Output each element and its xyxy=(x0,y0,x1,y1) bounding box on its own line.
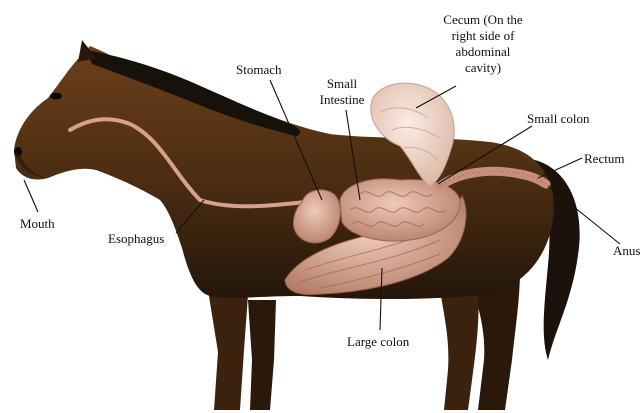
leader-mouth xyxy=(24,180,38,212)
label-small-colon: Small colon xyxy=(527,111,589,127)
label-mouth: Mouth xyxy=(20,216,55,232)
label-esophagus: Esophagus xyxy=(108,231,164,247)
label-small-intestine: Small Intestine xyxy=(314,76,370,108)
label-cecum: Cecum (On the right side of abdominal ca… xyxy=(438,12,528,76)
hind-leg-near xyxy=(440,290,479,410)
label-stomach: Stomach xyxy=(236,62,282,78)
front-leg-far xyxy=(248,300,276,410)
label-large-colon: Large colon xyxy=(347,334,409,350)
label-rectum: Rectum xyxy=(584,151,624,167)
front-leg-near xyxy=(208,290,248,410)
eye xyxy=(50,93,62,100)
label-anus: Anus xyxy=(613,243,640,259)
